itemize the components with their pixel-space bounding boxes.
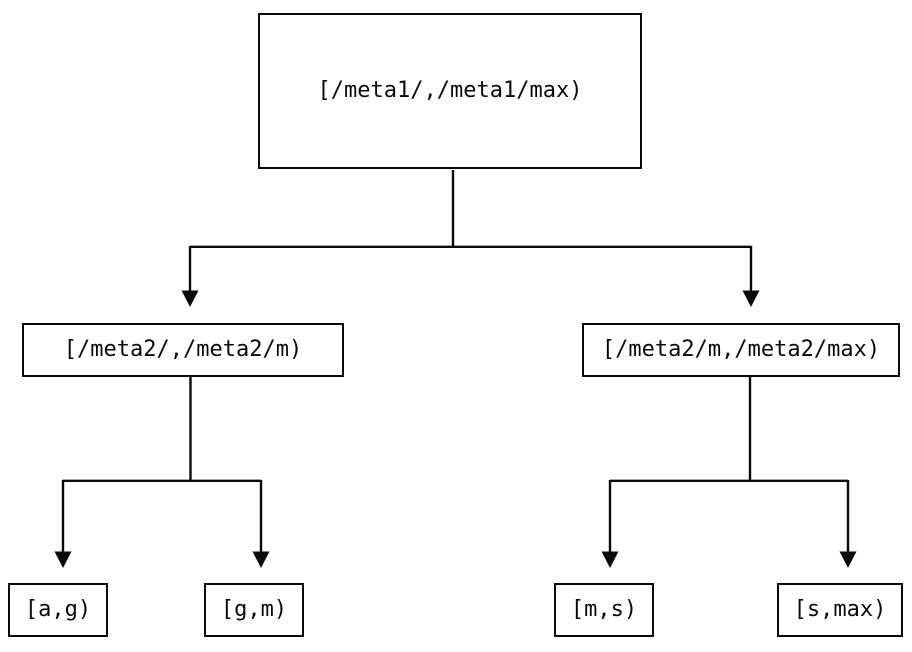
tree-leaf-ag: [a,g) bbox=[8, 583, 108, 637]
tree-leaf-ms: [m,s) bbox=[554, 583, 654, 637]
arrowhead-down-icon bbox=[252, 551, 270, 568]
tree-node-root: [/meta1/,/meta1/max) bbox=[258, 13, 642, 169]
tree-leaf-gm: [g,m) bbox=[204, 583, 304, 637]
tree-leaf-smax: [s,max) bbox=[777, 583, 903, 637]
tree-node-right-label: [/meta2/m,/meta2/max) bbox=[601, 337, 881, 362]
tree-node-root-label: [/meta1/,/meta1/max) bbox=[317, 78, 583, 103]
arrowhead-down-icon bbox=[54, 551, 72, 568]
arrowhead-down-icon bbox=[839, 551, 857, 568]
tree-leaf-ms-label: [m,s) bbox=[570, 597, 638, 622]
tree-leaf-ag-label: [a,g) bbox=[24, 597, 92, 622]
arrowhead-down-icon bbox=[601, 551, 619, 568]
arrowhead-down-icon bbox=[742, 290, 760, 307]
tree-leaf-smax-label: [s,max) bbox=[793, 597, 887, 622]
tree-node-right: [/meta2/m,/meta2/max) bbox=[582, 323, 900, 377]
tree-leaf-gm-label: [g,m) bbox=[220, 597, 288, 622]
arrowhead-down-icon bbox=[181, 290, 199, 307]
tree-node-left-label: [/meta2/,/meta2/m) bbox=[63, 337, 303, 362]
tree-node-left: [/meta2/,/meta2/m) bbox=[22, 323, 344, 377]
